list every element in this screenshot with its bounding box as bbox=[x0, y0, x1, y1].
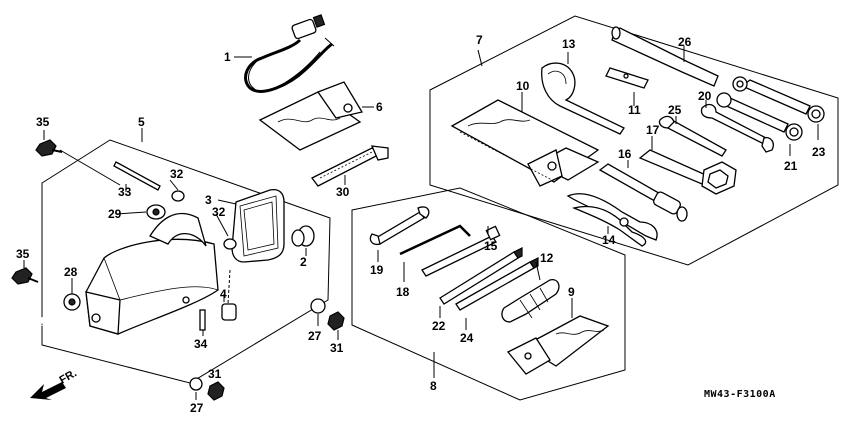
hook-wrench-part-13 bbox=[541, 52, 625, 135]
nut-part-31-bottom bbox=[207, 381, 225, 401]
cable-lock-part-1 bbox=[234, 14, 335, 93]
bolt-part-35-top bbox=[35, 130, 63, 157]
callout-22: 22 bbox=[432, 319, 446, 333]
callout-26: 26 bbox=[678, 35, 692, 49]
extension-bar-part-15 bbox=[421, 225, 501, 277]
box-wrench-part-17 bbox=[638, 136, 737, 195]
socket-part-16 bbox=[598, 160, 688, 222]
screwdriver-bit-part-22 bbox=[439, 247, 523, 318]
callout-27-bottom: 27 bbox=[190, 401, 204, 415]
callout-12: 12 bbox=[540, 251, 554, 265]
callout-20: 20 bbox=[698, 89, 712, 103]
callout-3: 3 bbox=[205, 193, 212, 207]
washer-part-27-right bbox=[310, 298, 326, 326]
drawing-code: MW43-F3100A bbox=[704, 389, 776, 400]
screwdriver-bit-part-24 bbox=[455, 257, 539, 330]
wrap-pouch-part-9 bbox=[506, 298, 610, 375]
tool-case-part-5 bbox=[85, 128, 219, 335]
callout-24: 24 bbox=[460, 331, 474, 345]
washer-part-28 bbox=[63, 278, 81, 311]
callout-18: 18 bbox=[396, 285, 410, 299]
callout-10: 10 bbox=[516, 79, 530, 93]
wrench-part-25 bbox=[658, 115, 727, 157]
callout-31-right: 31 bbox=[330, 341, 344, 355]
callout-15: 15 bbox=[484, 239, 498, 253]
callout-14: 14 bbox=[602, 233, 616, 247]
collar-part-32-top bbox=[171, 190, 185, 202]
collar-part-29 bbox=[146, 204, 166, 220]
callout-33: 33 bbox=[118, 185, 132, 199]
callout-1: 1 bbox=[224, 50, 231, 64]
callout-25: 25 bbox=[668, 103, 682, 117]
callout-31-bottom: 31 bbox=[208, 367, 222, 381]
lock-part-4 bbox=[221, 269, 237, 321]
callout-28: 28 bbox=[64, 265, 78, 279]
callout-16: 16 bbox=[618, 147, 632, 161]
front-direction-arrow: FR. bbox=[27, 311, 79, 400]
callout-4: 4 bbox=[220, 287, 227, 301]
callout-21: 21 bbox=[784, 159, 798, 173]
callout-23: 23 bbox=[812, 145, 826, 159]
front-direction-label: FR. bbox=[58, 367, 79, 386]
document-bag-part-6 bbox=[258, 81, 374, 151]
collar-part-32-mid bbox=[223, 238, 237, 250]
latch-part-3 bbox=[217, 188, 285, 263]
callout-34: 34 bbox=[194, 337, 208, 351]
bolt-part-33 bbox=[59, 149, 161, 192]
plate-part-11 bbox=[605, 67, 649, 106]
group-8-boundary bbox=[351, 187, 626, 401]
tool-strap-part-30 bbox=[311, 145, 389, 187]
callout-35-top: 35 bbox=[36, 115, 50, 129]
group-5-boundary bbox=[41, 139, 331, 384]
callout-11: 11 bbox=[628, 103, 641, 117]
group-7-boundary bbox=[429, 15, 839, 266]
wrench-part-19 bbox=[369, 206, 430, 262]
pliers-part-14 bbox=[566, 193, 658, 247]
bolt-part-35-bottom bbox=[11, 260, 39, 285]
callout-8: 8 bbox=[430, 379, 437, 393]
callout-29: 29 bbox=[108, 207, 122, 221]
callout-30: 30 bbox=[336, 185, 350, 199]
callout-13: 13 bbox=[562, 37, 576, 51]
callout-6: 6 bbox=[376, 100, 383, 114]
callout-32-top: 32 bbox=[170, 167, 184, 181]
screwdriver-handle-part-26 bbox=[611, 26, 719, 87]
callout-27-right: 27 bbox=[308, 329, 322, 343]
callout-2: 2 bbox=[300, 255, 307, 269]
callout-5: 5 bbox=[138, 115, 145, 129]
pin-part-34 bbox=[199, 309, 206, 336]
callout-9: 9 bbox=[568, 285, 575, 299]
wrench-part-20 bbox=[700, 100, 774, 153]
nut-part-31-right bbox=[327, 311, 345, 340]
grommet-part-2 bbox=[291, 225, 315, 256]
callout-19: 19 bbox=[370, 263, 384, 277]
callout-32-mid: 32 bbox=[212, 205, 226, 219]
tool-bag-part-10 bbox=[450, 92, 600, 187]
ring-wrench-part-21 bbox=[716, 92, 803, 156]
washer-part-27-bottom bbox=[189, 377, 203, 400]
ring-wrench-part-23 bbox=[732, 76, 825, 140]
hex-key-part-18 bbox=[399, 224, 471, 282]
callout-35-bottom: 35 bbox=[16, 247, 30, 261]
callout-17: 17 bbox=[646, 123, 660, 137]
screwdriver-handle-part-12 bbox=[501, 261, 560, 323]
callout-7: 7 bbox=[476, 33, 483, 47]
